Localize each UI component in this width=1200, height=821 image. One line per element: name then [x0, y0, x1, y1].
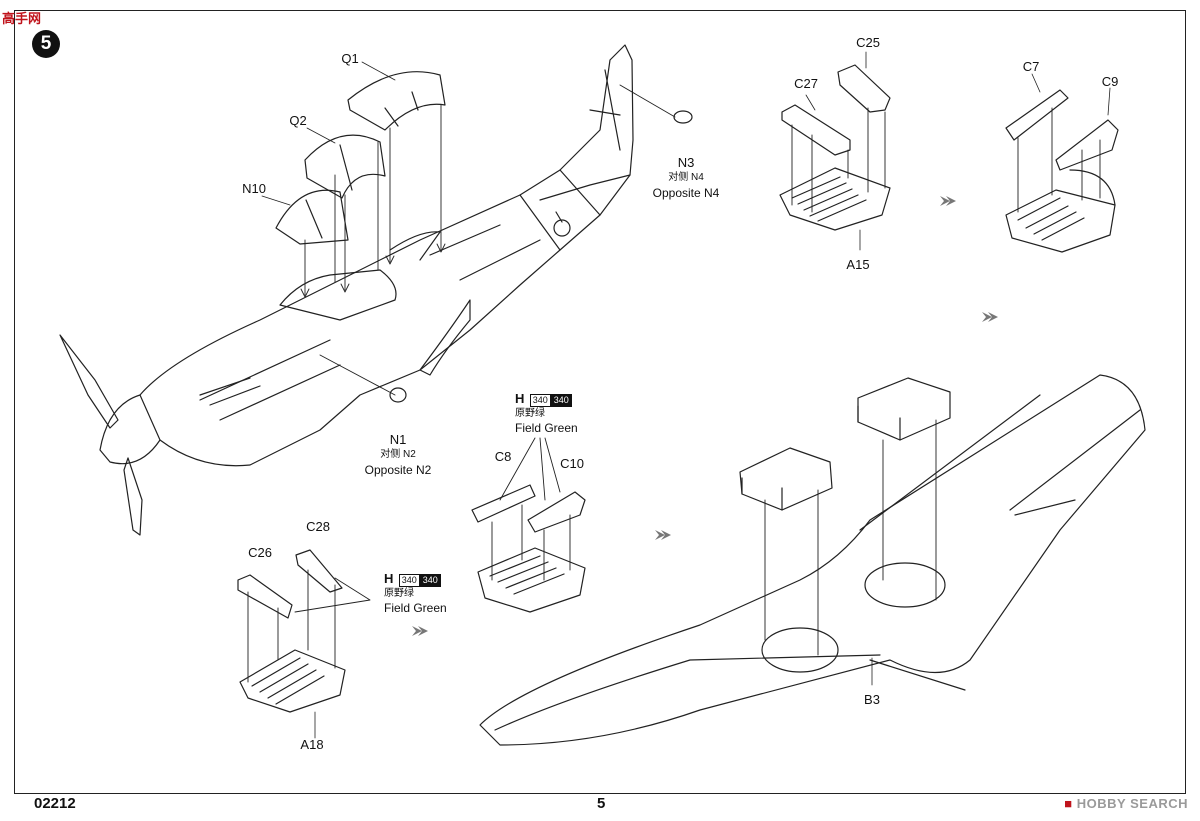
fuselage-drawing	[59, 44, 634, 536]
seat-assembly-a18	[237, 549, 371, 739]
seat-assembly-a15	[779, 51, 891, 251]
part-c9-shape	[1055, 119, 1119, 171]
instruction-sheet-border	[14, 10, 1186, 794]
paint-letter: H	[384, 571, 394, 586]
seat-assembly-c7-c9	[1005, 73, 1119, 253]
canopy-parts	[275, 71, 446, 245]
label-c25: C25	[856, 35, 880, 50]
watermark: ■ HOBBY SEARCH	[1064, 796, 1188, 811]
part-c27-shape	[781, 104, 851, 156]
paint-name-cn: 原野绿	[515, 408, 545, 419]
label-c26: C26	[248, 545, 272, 560]
paint-code-filled: 340	[419, 574, 441, 587]
part-q1-shape	[347, 71, 446, 131]
paint-code-outline: 340	[398, 574, 420, 587]
label-c8: C8	[494, 449, 512, 464]
part-c26-shape	[237, 574, 293, 619]
label-a18: A18	[300, 737, 324, 752]
paint-name-en: Field Green	[515, 421, 578, 435]
paint-letter: H	[515, 391, 525, 406]
label-c9: C9	[1101, 74, 1119, 89]
part-c28-shape	[295, 549, 343, 593]
part-c8-shape	[471, 484, 536, 523]
label-n3-opposite-cn: 对侧 N4	[668, 172, 704, 183]
label-n3: N3	[677, 155, 695, 170]
step-number-badge: 5	[32, 30, 60, 58]
fuselage-assembly-lines	[300, 84, 676, 396]
paint-name-en: Field Green	[384, 601, 447, 615]
watermark-brand: HOBBY SEARCH	[1076, 796, 1188, 811]
page-number: 5	[597, 795, 606, 812]
part-q2-shape	[304, 134, 386, 199]
label-q2: Q2	[289, 113, 307, 128]
label-n1: N1	[389, 432, 407, 447]
label-a15: A15	[846, 257, 870, 272]
part-n10-shape	[275, 189, 349, 245]
paint-code-outline: 340	[529, 394, 551, 407]
seat-assembly-c8-c10	[471, 437, 586, 613]
part-c25-shape	[837, 64, 891, 113]
part-c10-shape	[527, 491, 586, 533]
paint-name-cn: 原野绿	[384, 588, 414, 599]
site-logo: 高手网	[2, 12, 42, 27]
label-c28: C28	[306, 519, 330, 534]
label-n1-opposite-en: Opposite N2	[364, 463, 432, 477]
step-arrows	[412, 196, 998, 636]
label-n3-opposite-en: Opposite N4	[652, 186, 720, 200]
paint-code-filled: 340	[550, 394, 572, 407]
label-q1: Q1	[341, 51, 359, 66]
part-n1-shape	[389, 387, 407, 403]
kit-number: 02212	[34, 795, 76, 812]
label-c27: C27	[794, 76, 818, 91]
label-n10: N10	[242, 181, 266, 196]
label-n1-opposite-cn: 对侧 N2	[380, 449, 416, 460]
label-c10: C10	[560, 456, 584, 471]
label-c7: C7	[1022, 59, 1040, 74]
label-b3: B3	[864, 692, 880, 707]
part-c7-shape	[1005, 89, 1069, 141]
wing-drawing	[479, 374, 1146, 746]
part-n3-shape	[673, 110, 693, 124]
